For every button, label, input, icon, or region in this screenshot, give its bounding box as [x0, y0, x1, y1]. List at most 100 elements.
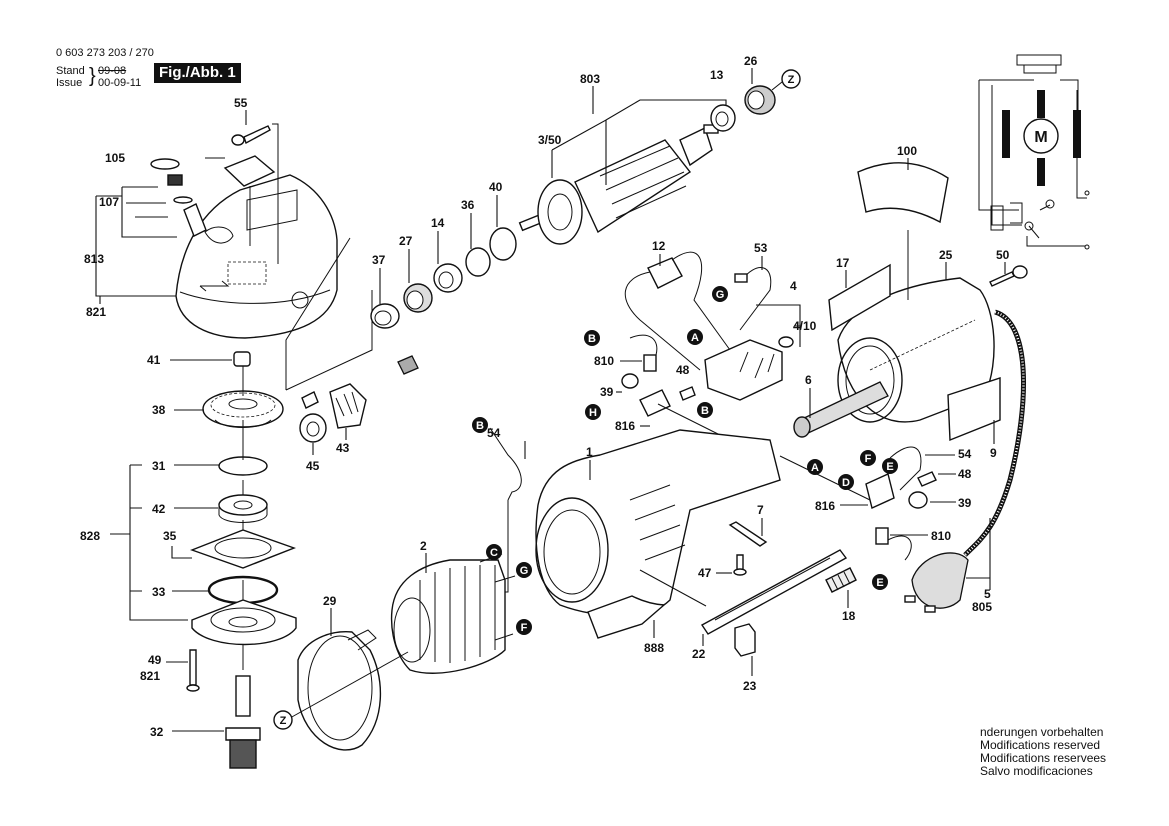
- wiring-schematic: M: [978, 54, 1090, 250]
- clip-part-39-top: [621, 373, 639, 389]
- brush-part-810-right: [875, 527, 889, 545]
- marker-z-top: [781, 69, 801, 89]
- ball-bearing-part-14: [433, 263, 463, 293]
- marker-a-right: A: [807, 459, 823, 475]
- label-105: 105: [105, 151, 125, 165]
- label-29: 29: [323, 594, 337, 608]
- label-54-left: 54: [487, 426, 501, 440]
- marker-c: C: [486, 544, 502, 560]
- marker-b-middle: B: [697, 402, 713, 418]
- label-26: 26: [744, 54, 758, 68]
- label-32: 32: [150, 725, 164, 739]
- clip-part-7: [728, 521, 768, 547]
- marker-g-bottom: G: [516, 562, 532, 578]
- screw-part-49: [189, 649, 197, 686]
- field-coil-part-2: [390, 553, 516, 674]
- circlip-part-40: [489, 227, 517, 261]
- label-part-888: [587, 595, 666, 639]
- wire-part-54-left: [489, 427, 522, 501]
- label-6: 6: [805, 373, 812, 387]
- brush-holder-plate-816-right: [865, 473, 895, 509]
- label-47: 47: [698, 566, 712, 580]
- brush-top: [1037, 90, 1045, 118]
- marker-b-top: B: [584, 330, 600, 346]
- marker-f-right: F: [860, 450, 876, 466]
- ring-part-36: [465, 247, 491, 277]
- part-number: 0 603 273 203 / 270: [56, 47, 154, 59]
- issue-date: 00-09-11: [98, 77, 142, 89]
- label-821-screw: 821: [140, 669, 160, 683]
- leader-55: [272, 123, 279, 264]
- label-1: 1: [586, 445, 593, 459]
- gear-housing-part-821: [175, 174, 338, 339]
- label-50: 50: [996, 248, 1010, 262]
- label-5: 5: [984, 587, 991, 601]
- motor-label: M: [1034, 129, 1047, 146]
- label-42: 42: [152, 502, 166, 516]
- svg-text:A: A: [691, 332, 699, 344]
- svg-text:H: H: [589, 407, 597, 419]
- motor-housing-part-1: [535, 429, 781, 617]
- label-805: 805: [972, 600, 992, 614]
- armature-part-803: [518, 124, 719, 245]
- screw-part-4-10: [778, 336, 794, 348]
- switch-slide-part-22: [700, 549, 848, 635]
- label-39-right: 39: [958, 496, 972, 510]
- field-coil-right: [1073, 110, 1081, 158]
- svg-text:F: F: [865, 453, 872, 465]
- screw-part-47: [736, 554, 744, 571]
- label-sheet-part-100: [857, 162, 949, 224]
- bearing-part-13: [710, 104, 736, 132]
- label-13: 13: [710, 68, 724, 82]
- svg-text:B: B: [701, 405, 709, 417]
- label-4: 4: [790, 279, 797, 293]
- label-810-right: 810: [931, 529, 951, 543]
- svg-text:E: E: [886, 461, 893, 473]
- label-9: 9: [990, 446, 997, 460]
- stand-date: 09-08: [98, 65, 127, 77]
- nut-part-45: [299, 391, 327, 443]
- marker-z-bottom: [273, 710, 293, 730]
- label-22: 22: [692, 647, 706, 661]
- label-31: 31: [152, 459, 166, 473]
- issue-label: Issue: [56, 77, 83, 89]
- label-828: 828: [80, 529, 100, 543]
- label-17: 17: [836, 256, 850, 270]
- needle-bearing-part-41: [233, 351, 251, 367]
- screw-part-50: [989, 265, 1028, 287]
- label-43: 43: [336, 441, 350, 455]
- svg-text:D: D: [842, 477, 850, 489]
- screw-part-55: [231, 125, 271, 146]
- bracket-805: [966, 518, 991, 590]
- marker-g-top: G: [712, 286, 728, 302]
- figure-label: Fig./Abb. 1: [154, 63, 241, 83]
- label-816-top: 816: [615, 419, 635, 433]
- note-line-de: nderungen vorbehalten: [980, 725, 1104, 739]
- label-part-9: [947, 377, 1001, 442]
- bearing-flange-part-828: [191, 599, 297, 646]
- label-4-10: 4/10: [793, 319, 817, 333]
- label-40: 40: [489, 180, 503, 194]
- label-12: 12: [652, 239, 666, 253]
- label-35: 35: [163, 529, 177, 543]
- marker-b-left: B: [472, 417, 488, 433]
- marker-h: H: [585, 404, 601, 420]
- screw-part-48-right: [917, 471, 937, 487]
- plug-part-5: [904, 552, 969, 613]
- ball-bearing-part-42: [218, 494, 268, 523]
- clip-part-39-right: [908, 491, 928, 509]
- bracket-4: [756, 304, 801, 347]
- label-23: 23: [743, 679, 757, 693]
- label-803: 803: [580, 72, 600, 86]
- motor-symbol: [1023, 118, 1059, 154]
- label-33: 33: [152, 585, 166, 599]
- label-53: 53: [754, 241, 768, 255]
- marker-d: D: [838, 474, 854, 490]
- label-38: 38: [152, 403, 166, 417]
- svg-text:E: E: [876, 577, 883, 589]
- svg-text:G: G: [520, 565, 529, 577]
- label-107: 107: [99, 195, 119, 209]
- label-48-right: 48: [958, 467, 972, 481]
- note-line-en: Modifications reserved: [980, 738, 1101, 752]
